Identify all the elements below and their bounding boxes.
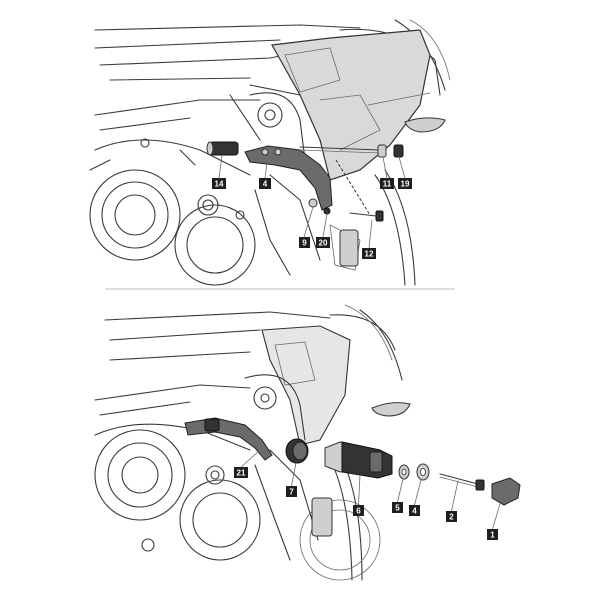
label-12: 12	[362, 248, 376, 259]
bottom-engine-outline	[94, 374, 319, 561]
svg-text:21: 21	[237, 469, 246, 478]
top-panel: 14 4 9 20 12 11 19	[89, 19, 451, 286]
part-21-bracket	[184, 417, 273, 461]
svg-text:9: 9	[302, 239, 307, 248]
svg-text:14: 14	[215, 180, 224, 189]
bottom-panel: 21 7 6 5 4 2 1	[94, 304, 521, 581]
svg-text:6: 6	[356, 507, 361, 516]
label-4-top: 4	[259, 178, 271, 189]
label-20: 20	[316, 237, 330, 248]
label-9: 9	[299, 237, 310, 248]
part-14-spacer	[209, 141, 239, 156]
part-2-bolt	[439, 473, 479, 485]
top-leader-lines	[218, 154, 406, 249]
part-1-end-cap	[491, 477, 521, 506]
part-12-bolt	[349, 212, 377, 217]
label-1: 1	[487, 529, 498, 540]
label-2: 2	[446, 511, 457, 522]
label-4-bottom: 4	[409, 505, 420, 516]
label-6: 6	[353, 505, 364, 516]
svg-text:4: 4	[412, 507, 417, 516]
part-6-slider	[324, 441, 393, 479]
svg-text:2: 2	[449, 513, 454, 522]
svg-text:1: 1	[490, 531, 495, 540]
bottom-indicator	[371, 402, 411, 417]
svg-text:5: 5	[395, 504, 400, 513]
svg-text:11: 11	[383, 180, 392, 189]
label-7: 7	[286, 486, 297, 497]
bottom-parts	[184, 417, 521, 506]
label-19: 19	[398, 178, 412, 189]
part-11-long-bolt	[299, 146, 381, 151]
top-indicator	[404, 117, 446, 133]
svg-text:20: 20	[319, 239, 328, 248]
top-engine-outline	[89, 92, 321, 286]
label-5: 5	[392, 502, 403, 513]
svg-text:12: 12	[365, 250, 374, 259]
label-21: 21	[234, 467, 248, 478]
svg-text:7: 7	[289, 488, 294, 497]
svg-text:19: 19	[401, 180, 410, 189]
label-11: 11	[380, 178, 394, 189]
part-19-nut	[393, 144, 404, 158]
bottom-leader-lines	[240, 451, 501, 530]
top-side-fairing	[271, 29, 431, 181]
bottom-side-fairing	[261, 325, 351, 446]
bottom-frame-outline	[94, 304, 403, 416]
svg-text:4: 4	[263, 180, 268, 189]
label-14: 14	[212, 178, 226, 189]
